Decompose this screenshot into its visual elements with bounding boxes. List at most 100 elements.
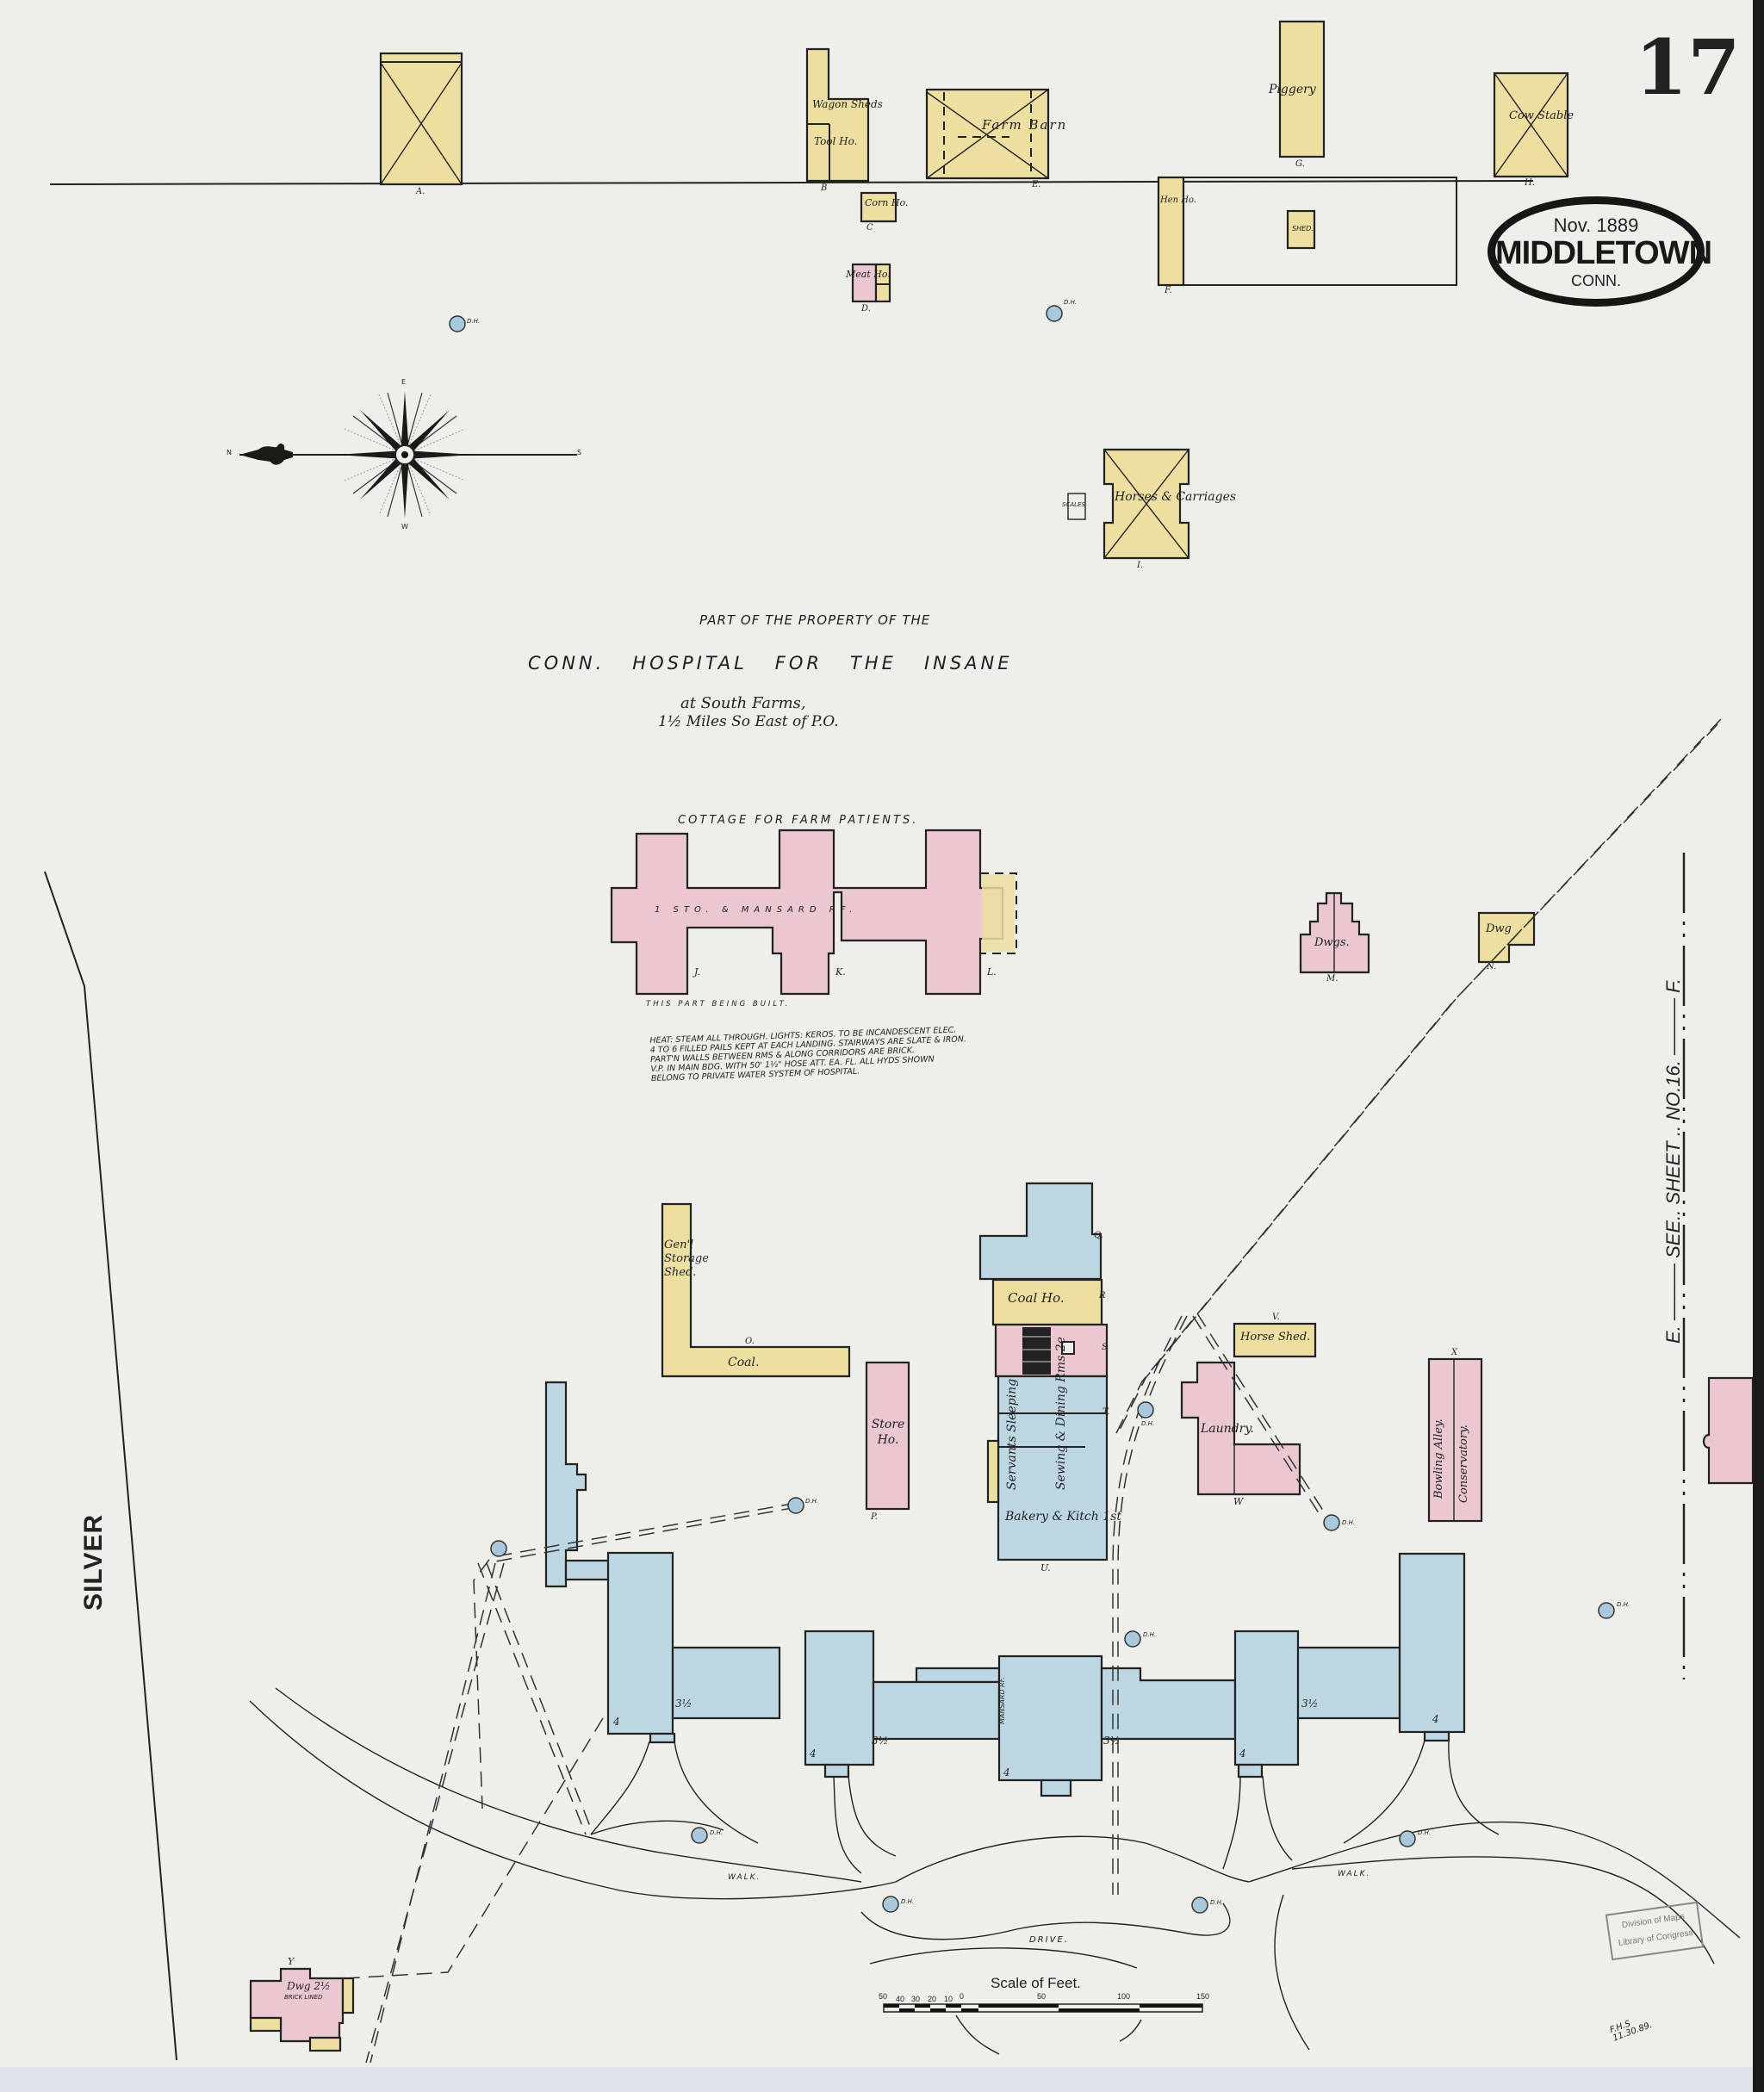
scale-title: Scale of Feet. xyxy=(991,1975,1081,1991)
stories-label: 3½ xyxy=(675,1698,693,1710)
scale-tick: 0 xyxy=(960,1992,965,2001)
scale-tick: 10 xyxy=(944,1995,953,2003)
walk-label: WALK. xyxy=(1338,1870,1371,1878)
scale-tick: 30 xyxy=(911,1995,921,2003)
hydrant-label: D.H. xyxy=(710,1829,724,1836)
hydrant-label: D.H. xyxy=(1342,1519,1356,1526)
sheet-number: 17 xyxy=(1635,22,1741,112)
letter-u: U. xyxy=(1040,1562,1051,1574)
label-laundry: Laundry. xyxy=(1201,1422,1254,1436)
building-i xyxy=(1067,448,1190,560)
letter-c: C xyxy=(866,223,873,233)
letter-b: B xyxy=(821,183,828,193)
letter-n: N. xyxy=(1487,962,1497,972)
building-a xyxy=(379,52,463,186)
adjacent-building xyxy=(1702,1376,1755,1485)
hydrant-label: D.H. xyxy=(1143,1631,1157,1638)
letter-v: V. xyxy=(1272,1313,1280,1322)
stories-label: 4 xyxy=(1239,1747,1246,1760)
building-v xyxy=(1233,1322,1317,1358)
building-o xyxy=(661,1202,851,1378)
scale-tick: 150 xyxy=(1196,1992,1210,2001)
building-f xyxy=(1157,176,1457,287)
title-line-1: PART OF THE PROPERTY OF THE xyxy=(699,612,931,628)
label-tool-ho: Tool Ho. xyxy=(814,135,858,147)
cartouche-date: Nov. 1889 xyxy=(1553,214,1639,236)
shed xyxy=(1286,209,1316,250)
stories-label: 4 xyxy=(1003,1766,1010,1779)
label-dwg-n: Dwg xyxy=(1486,922,1512,935)
letter-d: D. xyxy=(861,304,871,313)
scale-tick: 100 xyxy=(1117,1992,1131,2001)
letter-s: S xyxy=(1102,1343,1108,1352)
drive-label: DRIVE. xyxy=(1029,1935,1069,1945)
hydrant-label: D.H. xyxy=(1064,299,1078,306)
label-dwgs-m: Dwgs. xyxy=(1314,936,1350,949)
scale-tick: 20 xyxy=(928,1995,937,2003)
building-t-u xyxy=(986,1375,1109,1561)
label-coal: Coal. xyxy=(728,1356,760,1369)
building-y xyxy=(249,1967,355,2052)
property-line xyxy=(49,180,1534,185)
letter-p: P. xyxy=(871,1512,878,1522)
building-m xyxy=(1299,891,1370,974)
letter-x: X xyxy=(1451,1348,1458,1357)
building-b xyxy=(805,47,870,183)
scan-bottom-strip xyxy=(0,2067,1753,2092)
street-label-silver: SILVER xyxy=(79,1513,108,1611)
letter-w: W xyxy=(1233,1496,1244,1507)
building-e xyxy=(925,88,1050,180)
building-q xyxy=(978,1182,1102,1281)
cartouche-city: MIDDLETOWN xyxy=(1495,235,1712,271)
label-bowling-alley: Bowling Alley. xyxy=(1432,1418,1445,1499)
letter-a: A. xyxy=(416,187,425,196)
stories-label: 4 xyxy=(810,1747,817,1760)
label-conservatory: Conservatory. xyxy=(1457,1425,1470,1503)
letter-e: E. xyxy=(1032,180,1041,189)
cartouche-state: CONN. xyxy=(1571,272,1621,289)
hydrant-label: D.H. xyxy=(1141,1420,1155,1427)
building-g xyxy=(1278,20,1326,158)
cottage-caption: COTTAGE FOR FARM PATIENTS. xyxy=(678,814,919,827)
label-piggery: Piggery xyxy=(1269,83,1316,96)
building-n xyxy=(1477,911,1536,964)
label-horse-shed: Horse Shed. xyxy=(1240,1331,1311,1344)
letter-o: O. xyxy=(745,1337,755,1346)
letter-q: Q. xyxy=(1094,1231,1103,1240)
label-coal-ho: Coal Ho. xyxy=(1008,1290,1065,1306)
scale-tick: 40 xyxy=(896,1995,905,2003)
building-r xyxy=(991,1278,1103,1326)
scale-tick: 50 xyxy=(879,1992,888,2001)
hydrant-label: D.H. xyxy=(901,1898,915,1905)
stories-label: 4 xyxy=(613,1716,620,1728)
title-cartouche: Nov. 1889 MIDDLETOWN CONN. xyxy=(1488,196,1712,307)
label-cow-stable: Cow Stable xyxy=(1509,109,1575,122)
hydrant-label: D.H. xyxy=(1617,1601,1630,1608)
compass-e: E xyxy=(401,378,407,386)
stories-label: 3½ xyxy=(1301,1698,1319,1710)
title-line-4: 1½ Miles So East of P.O. xyxy=(658,713,839,730)
hydrant-label: D.H. xyxy=(467,318,481,325)
building-x xyxy=(1427,1357,1483,1523)
label-dwg-y: Dwg 2½ xyxy=(287,1980,331,1992)
label-scales: SCALES xyxy=(1062,501,1085,508)
letter-g: G. xyxy=(1295,159,1305,169)
letter-j: J. xyxy=(694,966,701,978)
letter-h: H. xyxy=(1525,178,1535,188)
being-built-note: THIS PART BEING BUILT. xyxy=(646,1000,791,1009)
building-c xyxy=(860,191,898,223)
letter-k: K. xyxy=(835,966,846,978)
scale-bar xyxy=(883,2003,1203,2013)
label-hen-ho: Hen Ho. xyxy=(1160,196,1197,205)
compass-w: W xyxy=(401,523,408,531)
label-meat-ho: Meat Ho. xyxy=(846,269,891,280)
letter-i: I. xyxy=(1137,561,1144,570)
hydrant-label: D.H. xyxy=(1418,1829,1432,1836)
building-h xyxy=(1493,71,1569,178)
label-bakery-kitch: Bakery & Kitch 1st xyxy=(1005,1510,1121,1524)
compass-rose xyxy=(239,391,577,518)
letter-m: M. xyxy=(1326,974,1339,984)
label-farm-barn: Farm Barn xyxy=(982,117,1068,133)
label-corn-ho: Corn Ho. xyxy=(865,197,909,208)
